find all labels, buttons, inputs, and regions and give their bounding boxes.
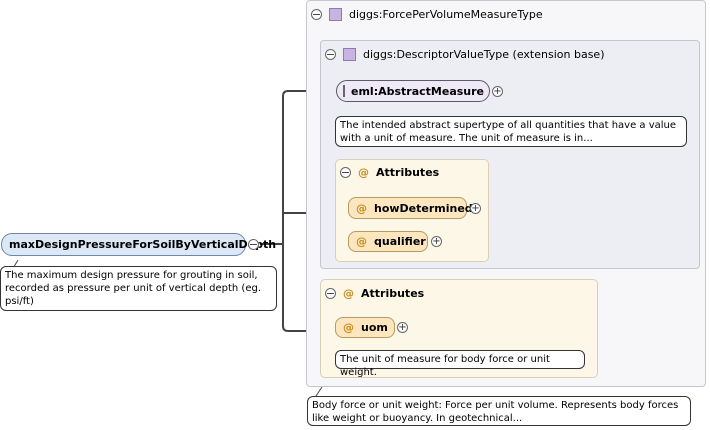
complex-type-icon	[329, 8, 342, 21]
attribute-qualifier[interactable]: @ qualifier	[348, 231, 428, 252]
abstract-measure-doc: The intended abstract supertype of all q…	[335, 116, 687, 147]
attribute-icon: @	[343, 287, 354, 300]
abstract-measure-node[interactable]: eml:AbstractMeasure	[336, 80, 490, 102]
complex-type-title: diggs:ForcePerVolumeMeasureType	[349, 8, 543, 21]
attribute-icon: @	[356, 201, 367, 215]
uom-attributes-header: − @ Attributes	[325, 287, 424, 300]
collapse-icon[interactable]: −	[248, 238, 259, 251]
attribute-icon: @	[356, 235, 367, 248]
attribute-icon: @	[343, 321, 354, 334]
collapse-icon[interactable]: −	[325, 48, 336, 61]
uom-doc: The unit of measure for body force or un…	[335, 350, 585, 378]
expand-icon[interactable]: +	[470, 202, 481, 214]
attribute-icon: @	[358, 166, 369, 179]
complex-type-doc: Body force or unit weight: Force per uni…	[307, 396, 691, 426]
attribute-name: uom	[361, 321, 388, 334]
complex-type-header: − diggs:ForcePerVolumeMeasureType	[311, 8, 543, 21]
root-element-name: maxDesignPressureForSoilByVerticalDepth	[9, 238, 277, 251]
root-element-doc: The maximum design pressure for grouting…	[0, 266, 277, 311]
attributes-title: Attributes	[376, 166, 440, 179]
attribute-name: howDetermined	[374, 201, 473, 215]
expand-icon[interactable]: +	[397, 321, 408, 333]
attribute-howdetermined[interactable]: @ howDetermined	[348, 197, 473, 219]
root-element-node[interactable]: maxDesignPressureForSoilByVerticalDepth	[1, 233, 276, 256]
collapse-icon[interactable]: −	[311, 8, 322, 21]
collapse-icon[interactable]: −	[340, 166, 351, 179]
expand-icon[interactable]: +	[492, 85, 503, 97]
expand-icon[interactable]: +	[431, 235, 442, 247]
extension-title: diggs:DescriptorValueType (extension bas…	[363, 48, 605, 61]
extension-attributes-header: − @ Attributes	[340, 166, 439, 179]
attribute-name: qualifier	[374, 235, 426, 248]
attribute-uom[interactable]: @ uom	[335, 317, 395, 338]
abstract-element-icon	[343, 85, 345, 97]
collapse-icon[interactable]: −	[325, 287, 336, 300]
attributes-title: Attributes	[361, 287, 425, 300]
extension-type-icon	[343, 48, 356, 61]
extension-header: − diggs:DescriptorValueType (extension b…	[325, 48, 604, 61]
abstract-element-name: eml:AbstractMeasure	[351, 84, 485, 98]
